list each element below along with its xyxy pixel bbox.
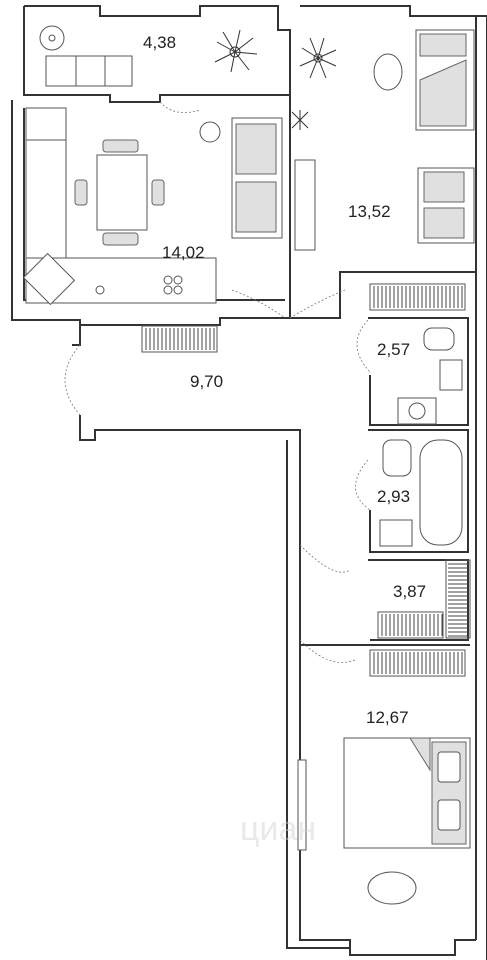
balcony-furniture <box>39 25 258 87</box>
area-bedroom-top: 13,52 <box>348 202 391 221</box>
area-kitchen-living: 14,02 <box>162 243 205 262</box>
area-balcony: 4,38 <box>143 33 176 52</box>
bathroom-fixtures <box>379 327 463 547</box>
area-labels: 4,38 14,02 13,52 9,70 2,57 2,93 3,87 12,… <box>143 33 426 727</box>
bedroom-bottom-furniture <box>297 737 471 905</box>
area-bathroom-small: 2,57 <box>377 340 410 359</box>
area-bathroom-bath: 2,93 <box>377 487 410 506</box>
bedroom-top-furniture <box>294 29 475 251</box>
watermark-logo: циан <box>240 810 316 848</box>
area-closet: 3,87 <box>393 582 426 601</box>
wardrobes <box>141 283 471 677</box>
area-bedroom-bottom: 12,67 <box>366 708 409 727</box>
area-hall: 9,70 <box>190 372 223 391</box>
door-swings <box>64 101 371 663</box>
kitchen-furniture <box>22 107 309 306</box>
